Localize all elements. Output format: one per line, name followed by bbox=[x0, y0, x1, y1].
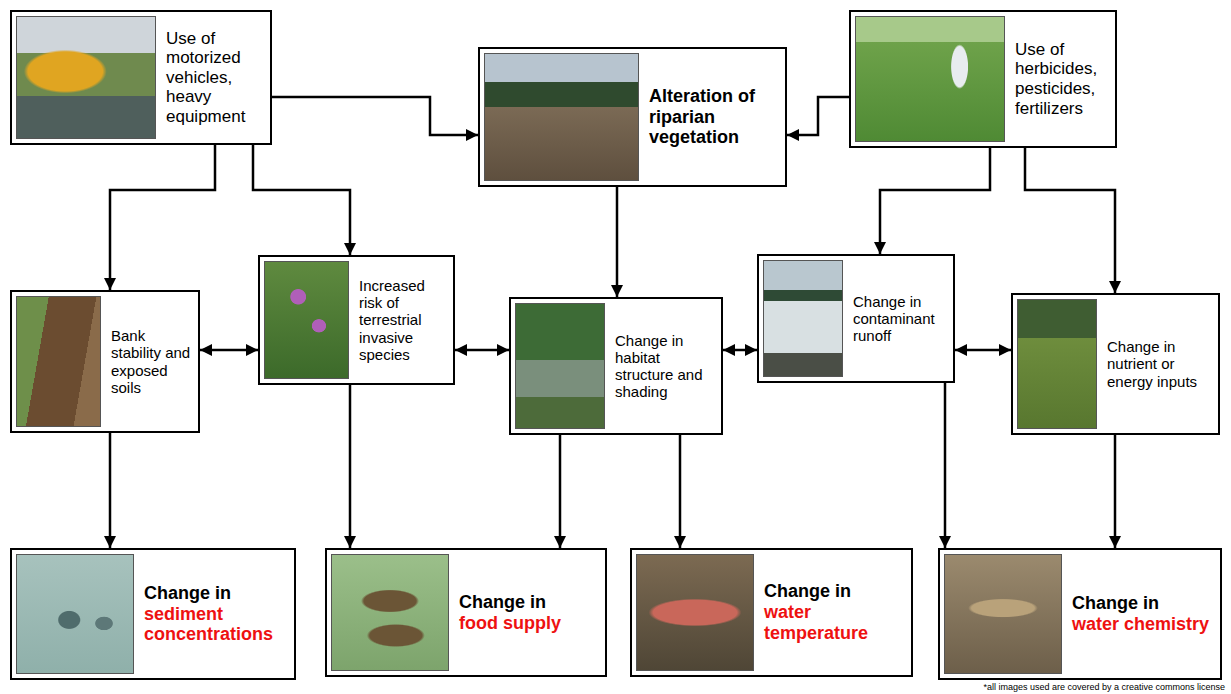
text-area: Alteration of riparian vegetation bbox=[649, 49, 779, 185]
text-area: Change inwater temperature bbox=[764, 550, 905, 675]
text-area: Bank stability and exposed soils bbox=[111, 292, 192, 431]
text-area: Change inwater chemistry bbox=[1072, 550, 1214, 678]
process-box: Use of motorized vehicles, heavy equipme… bbox=[10, 10, 272, 145]
node-text: Change in contaminant runoff bbox=[853, 293, 947, 345]
connector-arrow bbox=[616, 187, 619, 297]
node-text: Use of herbicides, pesticides, fertilize… bbox=[1015, 40, 1109, 118]
effect-box: Change insediment concentrations bbox=[10, 548, 296, 680]
photo bbox=[16, 554, 134, 674]
effect-box: Change infood supply bbox=[325, 548, 607, 677]
connector-arrow bbox=[109, 433, 112, 548]
text-area: Increased risk of terrestrial invasive s… bbox=[359, 257, 447, 383]
connector-arrow bbox=[200, 349, 258, 352]
node-text: water chemistry bbox=[1072, 614, 1214, 635]
photo bbox=[763, 260, 843, 377]
photo bbox=[855, 16, 1005, 142]
connector-arrow bbox=[679, 435, 682, 548]
connector-arrow bbox=[1025, 148, 1115, 293]
process-box: Change in nutrient or energy inputs bbox=[1011, 293, 1220, 435]
node-text: Alteration of riparian vegetation bbox=[649, 86, 779, 148]
connector-arrow bbox=[272, 97, 478, 135]
photo bbox=[331, 554, 449, 671]
connector-arrow bbox=[455, 349, 509, 352]
footnote: *all images used are covered by a creati… bbox=[983, 682, 1225, 692]
process-box: Use of herbicides, pesticides, fertilize… bbox=[849, 10, 1117, 148]
node-text: Change in bbox=[764, 581, 905, 602]
node-text: Change in bbox=[144, 583, 288, 604]
text-area: Use of herbicides, pesticides, fertilize… bbox=[1015, 12, 1109, 146]
connector-arrow bbox=[723, 349, 757, 352]
node-text: water temperature bbox=[764, 602, 905, 643]
photo bbox=[264, 261, 349, 379]
photo bbox=[484, 53, 639, 181]
text-area: Change in habitat structure and shading bbox=[615, 299, 715, 433]
node-text: Increased risk of terrestrial invasive s… bbox=[359, 277, 447, 363]
node-text: Bank stability and exposed soils bbox=[111, 327, 192, 396]
photo bbox=[944, 554, 1062, 674]
connector-arrow bbox=[880, 148, 990, 254]
node-text: Use of motorized vehicles, heavy equipme… bbox=[166, 29, 264, 127]
connector-arrow bbox=[787, 97, 849, 135]
node-text: Change in bbox=[459, 592, 599, 613]
effect-box: Change inwater chemistry bbox=[938, 548, 1222, 680]
text-area: Change infood supply bbox=[459, 550, 599, 675]
connector-arrow bbox=[253, 145, 350, 255]
node-text: Change in habitat structure and shading bbox=[615, 332, 715, 401]
connector-arrow bbox=[349, 385, 352, 548]
text-area: Change in nutrient or energy inputs bbox=[1107, 295, 1212, 433]
connector-arrow bbox=[559, 435, 562, 548]
effect-box: Change inwater temperature bbox=[630, 548, 913, 677]
connector-arrow bbox=[944, 383, 947, 548]
process-box: Bank stability and exposed soils bbox=[10, 290, 200, 433]
node-text: sediment concentrations bbox=[144, 604, 288, 645]
process-box: Alteration of riparian vegetation bbox=[478, 47, 787, 187]
photo bbox=[16, 16, 156, 139]
node-text: food supply bbox=[459, 613, 599, 634]
process-box: Change in contaminant runoff bbox=[757, 254, 955, 383]
text-area: Use of motorized vehicles, heavy equipme… bbox=[166, 12, 264, 143]
photo bbox=[515, 303, 605, 429]
process-box: Increased risk of terrestrial invasive s… bbox=[258, 255, 455, 385]
connector-arrow bbox=[955, 349, 1011, 352]
text-area: Change in contaminant runoff bbox=[853, 256, 947, 381]
photo bbox=[1017, 299, 1097, 429]
node-text: Change in nutrient or energy inputs bbox=[1107, 338, 1212, 390]
connector-arrow bbox=[110, 145, 215, 290]
connector-arrow bbox=[1114, 435, 1117, 548]
photo bbox=[16, 296, 101, 427]
process-box: Change in habitat structure and shading bbox=[509, 297, 723, 435]
text-area: Change insediment concentrations bbox=[144, 550, 288, 678]
photo bbox=[636, 554, 754, 671]
node-text: Change in bbox=[1072, 593, 1214, 614]
